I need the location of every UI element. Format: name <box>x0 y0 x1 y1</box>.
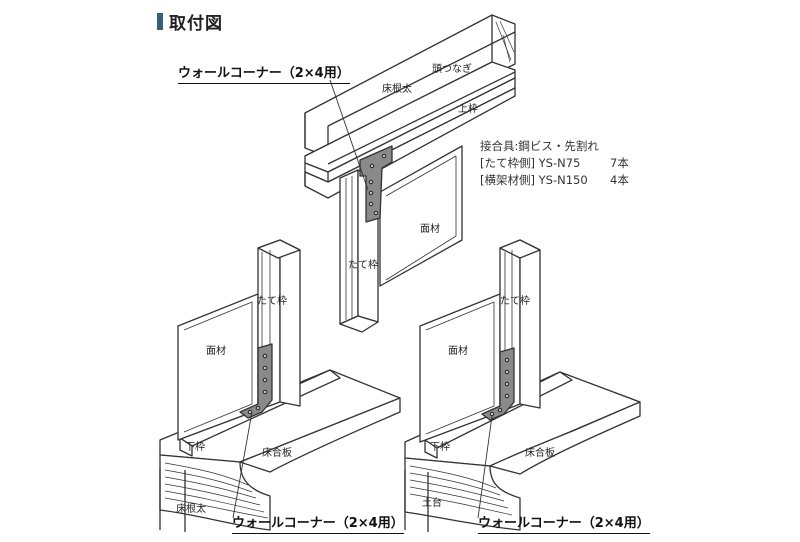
fastener-row-label: [横架材側] YS-N150 <box>480 173 588 187</box>
fastener-note: 接合具:鋼ビス・先割れ [たて枠側] YS-N75 7本 [横架材側] YS-N… <box>480 138 629 189</box>
top-bracket <box>359 145 393 223</box>
title-marker <box>157 13 163 30</box>
callout-left: ウォールコーナー（2×4用） <box>232 512 404 534</box>
label-panel-left: 面材 <box>206 344 226 357</box>
callout-underline <box>232 532 404 534</box>
fastener-row-count: 4本 <box>610 173 629 187</box>
label-stud-top: たて枠 <box>348 258 378 271</box>
fastener-row: [横架材側] YS-N150 4本 <box>480 172 629 189</box>
label-floor-joist-left: 床根太 <box>176 502 206 515</box>
callout-left-text: ウォールコーナー（2×4用） <box>232 516 404 531</box>
right-bracket <box>481 347 515 421</box>
label-panel-top: 面材 <box>420 222 440 235</box>
label-head-tie: 頭つなぎ <box>432 62 472 75</box>
callout-right-text: ウォールコーナー（2×4用） <box>478 516 650 531</box>
label-subfloor-right: 床合板 <box>525 446 555 459</box>
fastener-row: [たて枠側] YS-N75 7本 <box>480 155 629 172</box>
left-bracket <box>239 343 273 419</box>
callout-underline <box>178 82 350 84</box>
fastener-row-count: 7本 <box>610 156 629 170</box>
fastener-heading: 接合具:鋼ビス・先割れ <box>480 139 599 153</box>
callout-top-text: ウォールコーナー（2×4用） <box>178 66 350 81</box>
right-floor <box>404 371 641 532</box>
fastener-row-label: [たて枠側] YS-N75 <box>480 156 581 170</box>
section-title: 取付図 <box>157 9 223 34</box>
title-text: 取付図 <box>169 14 223 34</box>
label-bottom-plate-left: 下枠 <box>185 440 205 453</box>
top-beam <box>304 14 516 199</box>
top-panel-shape <box>379 145 463 287</box>
label-stud-right: たて枠 <box>500 294 530 307</box>
label-top-plate: 上枠 <box>458 102 478 115</box>
label-stud-left: たて枠 <box>257 294 287 307</box>
leader-lines <box>232 79 493 519</box>
label-panel-right: 面材 <box>448 344 468 357</box>
label-subfloor-left: 床合板 <box>262 446 292 459</box>
label-bottom-plate-right: 下枠 <box>430 440 450 453</box>
left-floor <box>159 369 401 532</box>
callout-underline <box>478 532 650 534</box>
callout-top: ウォールコーナー（2×4用） <box>178 62 350 84</box>
label-sill-right: 土台 <box>422 496 442 509</box>
callout-right: ウォールコーナー（2×4用） <box>478 512 650 534</box>
label-floor-joist-top: 床根太 <box>382 82 412 95</box>
